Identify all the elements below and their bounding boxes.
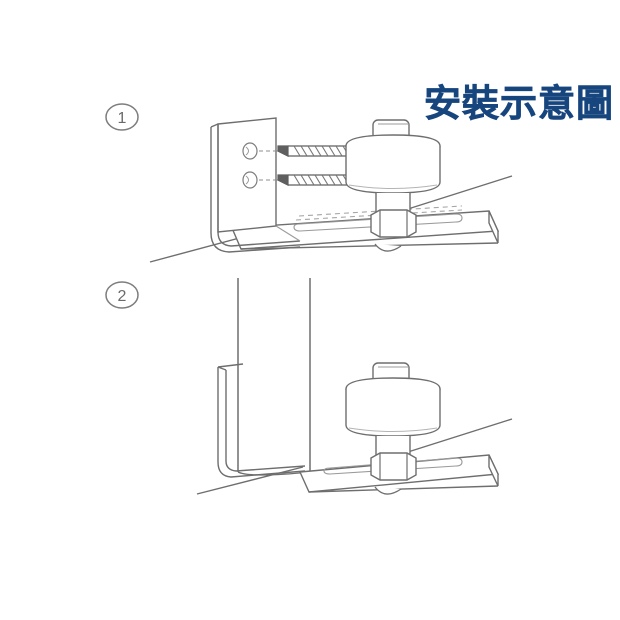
page-title: 安裝示意圖 xyxy=(424,82,614,126)
step-1-illustration: 1 xyxy=(105,103,513,263)
screw-hole-upper-1 xyxy=(242,142,258,160)
step-marker-2-label: 2 xyxy=(118,288,127,305)
screw-alignment-lines xyxy=(259,150,278,181)
step-marker-1: 1 xyxy=(105,103,139,131)
l-bracket-2 xyxy=(217,363,306,478)
table-panel xyxy=(237,278,311,476)
screw-hole-lower-1 xyxy=(242,171,258,189)
leader-line-bracket-2 xyxy=(196,466,304,495)
step-marker-1-label: 1 xyxy=(118,110,127,127)
step-2-illustration: 2 xyxy=(105,278,513,495)
step-marker-2: 2 xyxy=(105,281,139,309)
